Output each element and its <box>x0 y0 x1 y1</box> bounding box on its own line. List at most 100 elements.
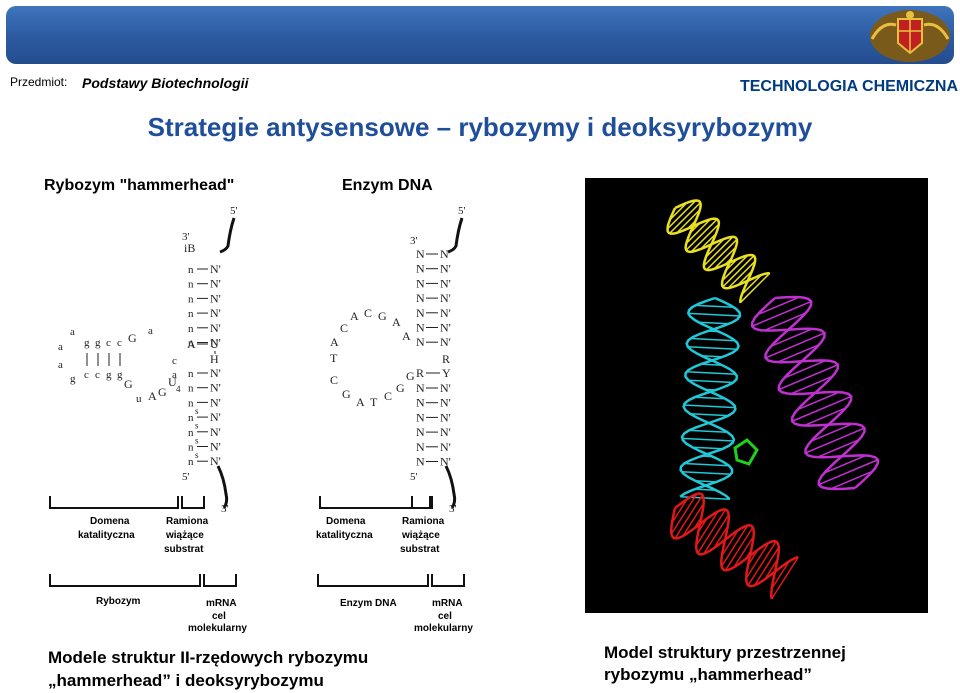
ribozyme-substrate-s: s <box>195 406 199 416</box>
dnazyme-loop-base: G <box>378 309 387 323</box>
dnazyme-stem-n: N <box>416 262 425 276</box>
dnazyme-stem-np: N' <box>440 262 451 276</box>
dnazyme-loop-base: A <box>356 395 365 409</box>
ribozyme-ib: iB <box>184 241 195 255</box>
ribozyme-stem2-np: N' <box>210 425 221 439</box>
dnazyme-loop-base: G <box>406 369 415 383</box>
dnazyme-5-end: 5' <box>458 205 466 217</box>
faculty-name: TECHNOLOGIA CHEMICZNA <box>739 78 958 95</box>
dnazyme-stem2-np: N' <box>440 425 451 439</box>
dnazyme-loop-base: C <box>384 389 392 403</box>
dnazyme-stem2-np: N' <box>440 381 451 395</box>
dnazyme-loop-base: T <box>330 351 338 365</box>
ribozyme-lower-3: 3' <box>221 503 229 515</box>
dnazyme-stem2-n: N <box>416 410 425 424</box>
ribozyme-3-end: 3' <box>182 231 190 243</box>
svg-text:a: a <box>172 369 177 381</box>
svg-text:cel: cel <box>438 611 452 622</box>
dnazyme-loop-base: A <box>330 335 339 349</box>
dnazyme-3-end: 3' <box>410 235 418 247</box>
helix-red <box>669 492 799 600</box>
svg-text:wiążące: wiążące <box>165 530 204 541</box>
ribozyme-loop-bottom: g <box>117 369 123 381</box>
svg-text:molekularny: molekularny <box>414 623 473 634</box>
ribozyme-stem2-np: N' <box>210 366 221 380</box>
svg-text:substrat: substrat <box>164 544 204 555</box>
catalytic-core <box>733 438 759 466</box>
bracket-row-1 <box>49 496 433 509</box>
ribozyme-stem2-n: n <box>188 383 194 395</box>
svg-text:cel: cel <box>212 611 226 622</box>
svg-text:katalityczna: katalityczna <box>316 530 373 541</box>
svg-text:Domena: Domena <box>326 516 366 527</box>
svg-text:A: A <box>148 389 157 403</box>
ribozyme-stem2-n: n <box>188 412 194 424</box>
ribozyme-loop-bottom: c <box>84 369 89 381</box>
ribozyme-stem-n: n <box>188 293 194 305</box>
caption-right-line-2: rybozymu „hammerhead” <box>604 665 812 684</box>
dnazyme-stem2-n: N <box>416 425 425 439</box>
ribozyme-stem2-np: N' <box>210 395 221 409</box>
svg-text:Y: Y <box>442 366 451 380</box>
ribozyme-stem2-n: n <box>188 427 194 439</box>
ribozyme-loop-bottom: c <box>95 369 100 381</box>
svg-text:U: U <box>168 375 177 389</box>
ribozyme-stem1-np: N'N'N'N'N'N' <box>210 262 221 350</box>
svg-text:substrat: substrat <box>400 544 440 555</box>
svg-text:molekularny: molekularny <box>188 623 247 634</box>
dnazyme-stem-np: N' <box>440 306 451 320</box>
ribozyme-stem2-n: n <box>188 456 194 468</box>
caption-left-line-1: Modele struktur II-rzędowych rybozymu <box>48 648 369 667</box>
svg-text:katalityczna: katalityczna <box>78 530 135 541</box>
subject-label: Przedmiot: <box>10 75 68 89</box>
header-banner <box>6 6 954 64</box>
page-title: Strategie antysensowe – rybozymy i deoks… <box>147 112 813 142</box>
svg-text:mRNA: mRNA <box>206 598 237 609</box>
ribozyme-stem-n: n <box>188 264 194 276</box>
dnazyme-loop-base: A <box>392 315 401 329</box>
ribozyme-stem2-n: n <box>188 368 194 380</box>
svg-text:a: a <box>70 326 75 338</box>
ribozyme-a: A <box>187 337 196 351</box>
secondary-structure-diagram: Rybozym "hammerhead" Enzym DNA 5' 3' iB … <box>44 177 473 634</box>
svg-text:3': 3' <box>449 503 457 515</box>
ribozyme-stem2-n: n <box>188 397 194 409</box>
ribozyme-loop-top: g <box>84 337 90 349</box>
svg-text:wiążące: wiążące <box>401 530 440 541</box>
ribozyme-heading: Rybozym "hammerhead" <box>44 177 234 194</box>
dnazyme-stem-np: N' <box>440 247 451 261</box>
svg-text:u: u <box>136 393 142 405</box>
svg-text:G: G <box>124 377 133 391</box>
svg-text:Domena: Domena <box>90 516 130 527</box>
dnazyme-stem-n: N <box>416 276 425 290</box>
svg-text:5': 5' <box>410 471 418 483</box>
ribozyme-stem2-np: N' <box>210 440 221 454</box>
svg-text:c: c <box>172 355 177 367</box>
dnazyme-loop-base: G <box>396 381 405 395</box>
svg-text:Ramiona: Ramiona <box>166 516 209 527</box>
dnazyme-stem2-n: N <box>416 455 425 469</box>
svg-text:R: R <box>442 352 450 366</box>
dnazyme-loop-base: C <box>330 373 338 387</box>
dnazyme-stem2-n: N <box>416 381 425 395</box>
dnazyme-stem-n: N <box>416 306 425 320</box>
svg-text:mRNA: mRNA <box>432 598 463 609</box>
ribozyme-h: H <box>210 352 219 366</box>
ribozyme-stem-n: n <box>188 279 194 291</box>
helix-magenta <box>750 295 880 491</box>
svg-text:a: a <box>58 341 63 353</box>
ribozyme-3-tail <box>216 465 229 509</box>
dnazyme-stem2-np: N' <box>440 410 451 424</box>
svg-text:Rybozym: Rybozym <box>96 596 141 607</box>
ribozyme-loop-bottom: g <box>106 369 112 381</box>
ribozyme-5-tail <box>219 217 236 254</box>
ribozyme-stem-n: n <box>188 308 194 320</box>
svg-text:G: G <box>158 385 167 399</box>
ribozyme-stem-np: N' <box>210 277 221 291</box>
dnazyme-stem-n: N <box>416 321 425 335</box>
ribozyme-loop-top: g <box>95 337 101 349</box>
dnazyme-loop-base: A <box>402 329 411 343</box>
dnazyme-stem-np: N' <box>440 335 451 349</box>
